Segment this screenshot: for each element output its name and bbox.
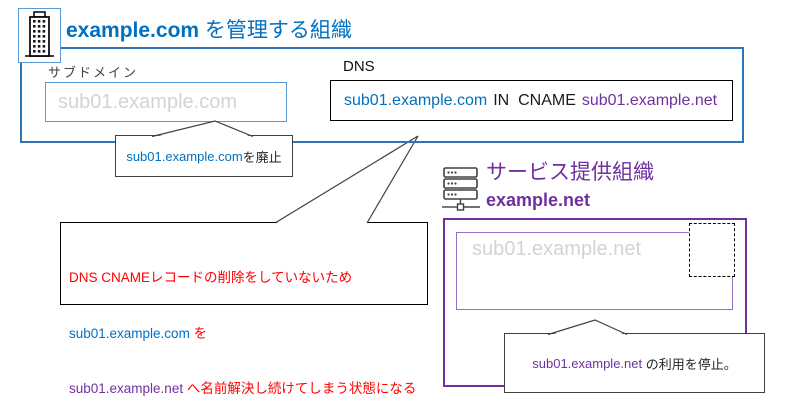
dangling-line3: sub01.example.net へ名前解決し続けてしまう状態になる	[69, 381, 417, 396]
callout-stop-suffix: の利用を停止。	[642, 356, 737, 372]
title-suffix: を管理する組織	[199, 19, 352, 42]
server-icon	[441, 167, 481, 214]
example-com-org-title: example.com を管理する組織	[66, 14, 352, 44]
callout-dangling-cname: DNS CNAMEレコードの削除をしていないため sub01.example.c…	[60, 222, 428, 396]
dangling-line2: sub01.example.com を	[69, 325, 208, 341]
dns-record-name: sub01.example.com	[344, 91, 488, 109]
dangling-line1: DNS CNAMEレコードの削除をしていないため	[69, 270, 353, 285]
title-domain: example.com	[66, 19, 200, 42]
service-subdomain-box: sub01.example.net	[456, 232, 733, 310]
building-icon-box	[18, 8, 61, 63]
dns-record-type: IN CNAME	[493, 91, 576, 109]
service-org-domain: example.net	[486, 190, 591, 210]
dns-record-target: sub01.example.net	[581, 91, 718, 109]
building-icon	[18, 6, 61, 66]
subdomain-value: sub01.example.com	[58, 90, 237, 113]
subdomain-label: サブドメイン	[48, 65, 139, 80]
service-org-title: サービス提供組織	[486, 161, 654, 184]
subdomain-box: sub01.example.com	[45, 82, 287, 122]
removed-resource-dashed-box	[689, 223, 735, 277]
dns-label: DNS	[343, 58, 375, 75]
callout-stop-service: sub01.example.net の利用を停止。	[504, 333, 765, 393]
dns-record-box: sub01.example.com IN CNAME sub01.example…	[330, 80, 733, 121]
service-subdomain-value: sub01.example.net	[472, 238, 642, 260]
callout-stop-domain: sub01.example.net	[532, 355, 643, 371]
callout-retire-domain: sub01.example.com	[126, 148, 243, 164]
callout-retire-suffix: を廃止	[242, 149, 282, 165]
